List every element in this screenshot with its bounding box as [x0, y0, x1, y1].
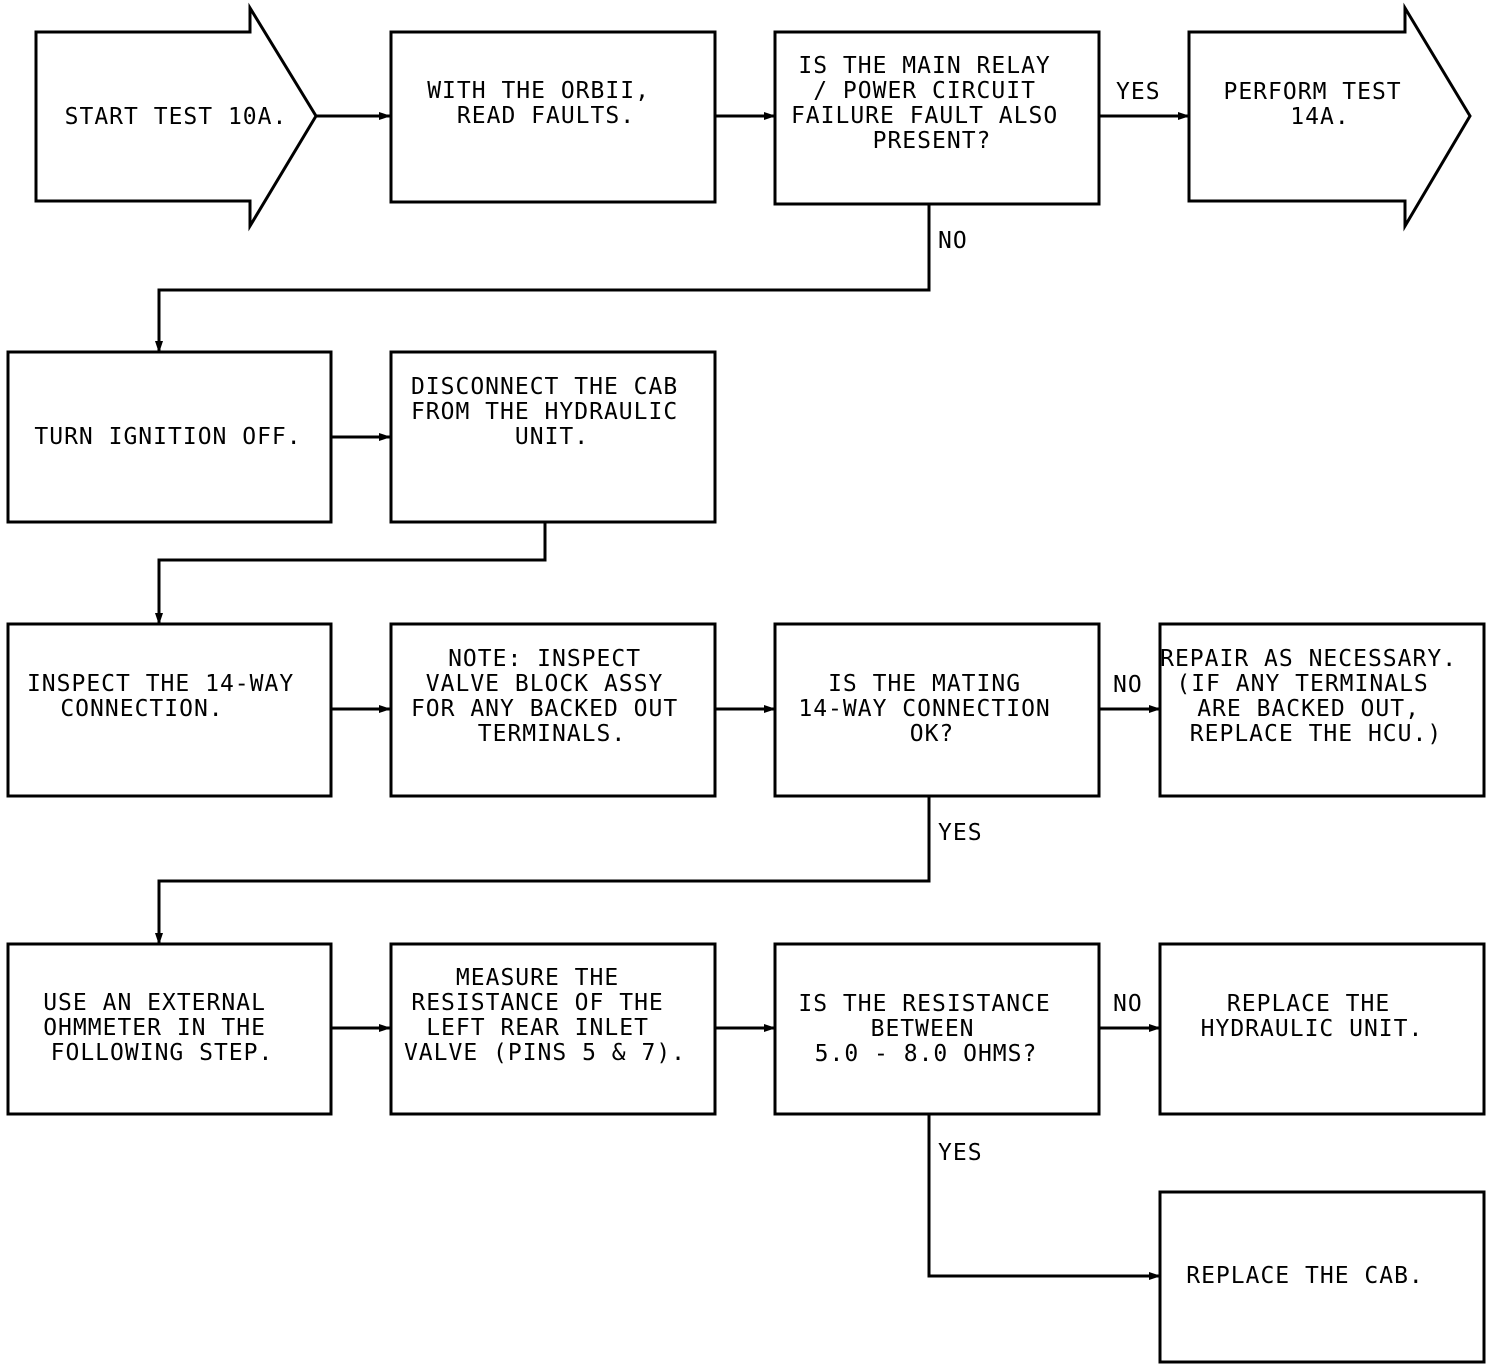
start-text: START TEST 10A.	[65, 104, 288, 130]
read-faults-line-1: WITH THE ORBII,	[427, 78, 650, 104]
inspect-14way-line-1: INSPECT THE 14-WAY	[27, 671, 294, 697]
mating-question-box	[773, 622, 1101, 798]
note-inspect-box	[389, 622, 717, 798]
no-label-main-relay: NO	[938, 228, 968, 254]
yes-label-mating: YES	[938, 820, 983, 846]
disconnect-cab-text: DISCONNECT THE CAB FROM THE HYDRAULIC UN…	[411, 374, 693, 450]
repair-box	[1158, 622, 1486, 798]
mating-line-1: IS THE MATING	[828, 671, 1021, 697]
ohmmeter-line-2: OHMMETER IN THE	[43, 1015, 266, 1041]
measure-line-2: RESISTANCE OF THE	[411, 990, 663, 1016]
read-faults-text: WITH THE ORBII, READ FAULTS.	[427, 78, 665, 129]
note-inspect-line-2: VALVE BLOCK ASSY	[426, 671, 664, 697]
resistance-line-3: 5.0 - 8.0 OHMS?	[815, 1041, 1038, 1067]
main-relay-question-box	[773, 30, 1101, 206]
measure-box	[389, 942, 717, 1116]
no-label-mating: NO	[1113, 672, 1143, 698]
repair-line-4: REPLACE THE HCU.)	[1190, 721, 1442, 747]
inspect-14way-text: INSPECT THE 14-WAY CONNECTION.	[27, 671, 309, 722]
replace-cab-line-1: REPLACE THE CAB.	[1186, 1263, 1424, 1289]
yes-label-resistance: YES	[938, 1140, 983, 1166]
perform-test-14a-arrow-shape	[1187, 2, 1472, 232]
repair-line-1: REPAIR AS NECESSARY.	[1160, 646, 1457, 672]
disconnect-cab-line-3: UNIT.	[515, 424, 589, 450]
replace-cab-text: REPLACE THE CAB.	[1186, 1263, 1424, 1289]
note-inspect-line-3: FOR ANY BACKED OUT	[411, 696, 678, 722]
ohmmeter-text: USE AN EXTERNAL OHMMETER IN THE FOLLOWIN…	[43, 990, 281, 1066]
replace-cab-box	[1158, 1190, 1486, 1364]
disconnect-cab-line-2: FROM THE HYDRAULIC	[411, 399, 678, 425]
perform-14a-line-2: 14A.	[1290, 104, 1349, 130]
perform-14a-line-1: PERFORM TEST	[1223, 79, 1401, 105]
ohmmeter-box	[6, 942, 333, 1116]
ignition-off-box	[6, 350, 333, 524]
inspect-14way-line-2: CONNECTION.	[60, 696, 223, 722]
main-relay-line-2: / POWER CIRCUIT	[813, 78, 1036, 104]
ohmmeter-line-1: USE AN EXTERNAL	[43, 990, 266, 1016]
note-inspect-text: NOTE: INSPECT VALVE BLOCK ASSY FOR ANY B…	[411, 646, 693, 747]
replace-hydraulic-line-1: REPLACE THE	[1227, 991, 1390, 1017]
main-relay-line-1: IS THE MAIN RELAY	[798, 53, 1050, 79]
ohmmeter-line-3: FOLLOWING STEP.	[51, 1040, 274, 1066]
repair-text: REPAIR AS NECESSARY. (IF ANY TERMINALS A…	[1160, 646, 1472, 747]
connectors	[155, 112, 1190, 1280]
replace-hydraulic-text: REPLACE THE HYDRAULIC UNIT.	[1201, 991, 1424, 1042]
read-faults-line-2: READ FAULTS.	[457, 103, 635, 129]
arrow-no-to-ignition	[155, 204, 931, 353]
read-faults-box	[389, 30, 717, 204]
mating-line-2: 14-WAY CONNECTION	[798, 696, 1050, 722]
repair-line-2: (IF ANY TERMINALS	[1176, 671, 1428, 697]
mating-line-3: OK?	[910, 721, 955, 747]
resistance-question-box	[773, 942, 1101, 1116]
replace-hydraulic-box	[1158, 942, 1486, 1116]
replace-hydraulic-line-2: HYDRAULIC UNIT.	[1201, 1016, 1424, 1042]
disconnect-cab-line-1: DISCONNECT THE CAB	[411, 374, 678, 400]
inspect-14way-box	[6, 622, 333, 798]
repair-line-3: ARE BACKED OUT,	[1197, 696, 1420, 722]
mating-question-text: IS THE MATING 14-WAY CONNECTION OK?	[798, 671, 1065, 747]
start-line-1: START TEST 10A.	[65, 104, 288, 130]
main-relay-question-text: IS THE MAIN RELAY / POWER CIRCUIT FAILUR…	[791, 53, 1073, 154]
note-inspect-line-1: NOTE: INSPECT	[448, 646, 641, 672]
main-relay-line-3: FAILURE FAULT ALSO	[791, 103, 1058, 129]
ignition-off-line-1: TURN IGNITION OFF.	[34, 424, 301, 450]
resistance-line-1: IS THE RESISTANCE	[798, 991, 1050, 1017]
resistance-question-text: IS THE RESISTANCE BETWEEN 5.0 - 8.0 OHMS…	[798, 991, 1065, 1067]
measure-line-4: VALVE (PINS 5 & 7).	[404, 1040, 686, 1066]
yes-label-main-relay: YES	[1116, 79, 1161, 105]
no-label-resistance: NO	[1113, 991, 1143, 1017]
resistance-line-2: BETWEEN	[871, 1016, 975, 1042]
disconnect-cab-box	[389, 350, 717, 524]
ignition-off-text: TURN IGNITION OFF.	[34, 424, 301, 450]
main-relay-line-4: PRESENT?	[873, 128, 992, 154]
measure-line-1: MEASURE THE	[456, 965, 619, 991]
measure-text: MEASURE THE RESISTANCE OF THE LEFT REAR …	[404, 965, 686, 1066]
measure-line-3: LEFT REAR INLET	[426, 1015, 649, 1041]
arrow-disconnect-to-inspect	[155, 522, 547, 625]
arrow-yes-to-ohmmeter	[155, 796, 931, 945]
arrow-yes-to-replace-cab	[927, 1114, 1161, 1280]
note-inspect-line-4: TERMINALS.	[478, 721, 626, 747]
start-arrow-shape	[34, 2, 318, 232]
perform-14a-text: PERFORM TEST 14A.	[1223, 79, 1416, 130]
